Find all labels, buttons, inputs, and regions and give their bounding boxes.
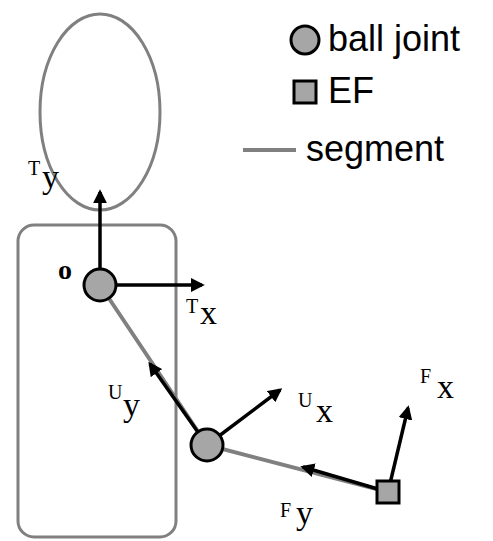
- axis-arrow: [388, 408, 408, 492]
- axis-label: T: [28, 158, 40, 178]
- legend-segment-sample: [243, 148, 296, 152]
- axis-label: U: [298, 390, 312, 410]
- axis-label: F: [280, 500, 291, 520]
- axis-arrow: [303, 467, 388, 492]
- legend-ef-sample: [294, 81, 316, 103]
- end-effector: [377, 481, 399, 503]
- legend-text: segment: [306, 131, 444, 167]
- axis-label: y: [296, 496, 313, 530]
- legend-text: ball joint: [328, 21, 460, 57]
- legend-text: EF: [328, 73, 374, 109]
- axis-label: T: [186, 296, 198, 316]
- arm-segment: [100, 285, 388, 492]
- origin-label: o: [58, 256, 72, 284]
- head-outline: [40, 14, 160, 210]
- axis-label: U: [108, 382, 122, 402]
- axis-label: x: [437, 370, 454, 404]
- axis-label: F: [420, 366, 431, 386]
- ball-joint: [191, 429, 223, 461]
- ball-joint: [84, 269, 116, 301]
- axis-label: x: [316, 394, 333, 428]
- legend-joint-sample: [291, 26, 319, 54]
- axis-label: y: [42, 160, 59, 194]
- torso-outline: [18, 225, 176, 537]
- axis-label: y: [123, 388, 140, 422]
- axis-label: x: [200, 296, 217, 330]
